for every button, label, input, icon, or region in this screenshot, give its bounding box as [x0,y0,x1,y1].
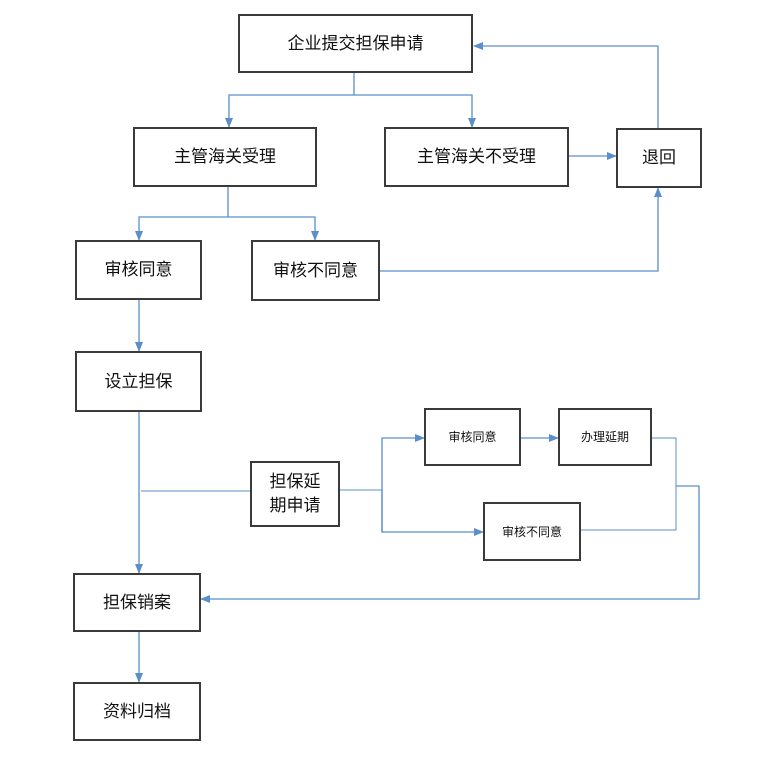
review-reject-label: 审核不同意 [273,260,358,281]
review-approve-label: 审核同意 [104,260,173,280]
guarantee-cancel-node: 担保销案 [73,573,201,632]
extension-approve-label: 审核同意 [448,430,497,444]
customs-accept-node: 主管海关受理 [133,127,317,187]
archive-label: 资料归档 [103,701,171,722]
extension-reject-label: 审核不同意 [501,524,562,539]
return-label: 退回 [642,148,676,168]
setup-guarantee-node: 设立担保 [75,351,202,412]
review-approve-node: 审核同意 [75,240,202,300]
guarantee-cancel-label: 担保销案 [103,592,171,613]
return-node: 退回 [616,128,702,188]
extension-request-label-line1: 担保延 [269,472,321,492]
review-reject-node: 审核不同意 [251,240,380,301]
submit-application-node: 企业提交担保申请 [238,14,473,73]
connector-extension-to-reject [381,490,484,536]
connector-accept-to-reject [228,216,319,241]
connector-reject-to-return [380,187,662,272]
process-extension-node: 办理延期 [558,408,652,466]
connector-extension-to-approve [381,434,425,532]
extension-reject-node: 审核不同意 [483,502,581,561]
customs-not-accept-label: 主管海关不受理 [417,147,536,167]
submit-application-label: 企业提交担保申请 [287,33,424,54]
customs-accept-label: 主管海关受理 [174,147,276,167]
connector-submit-to-not-accept [354,94,476,128]
connector-return-to-submit [473,42,659,128]
connector-merge-to-cancel [200,485,700,603]
extension-request-label-line2: 期申请 [269,496,321,516]
archive-node: 资料归档 [73,682,201,741]
extension-approve-node: 审核同意 [424,408,521,466]
connector-process-out [581,437,677,531]
connector-accept-to-approve [135,216,228,241]
setup-guarantee-label: 设立担保 [104,371,173,392]
extension-request-node: 担保延 期申请 [250,461,340,527]
customs-not-accept-node: 主管海关不受理 [384,127,569,187]
connector-submit-to-accept [225,94,354,128]
process-extension-label: 办理延期 [580,430,629,444]
